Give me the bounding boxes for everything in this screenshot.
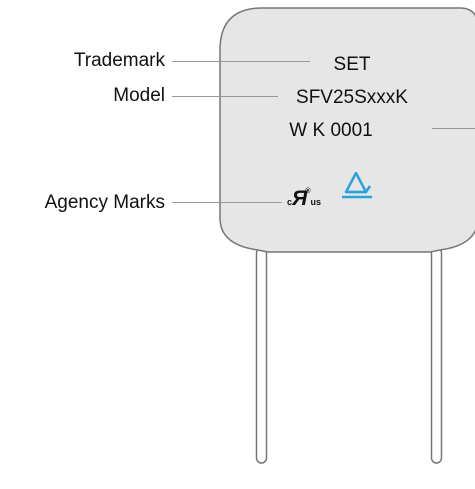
trademark-marking: SET (333, 54, 371, 75)
ul-c-text: c (287, 197, 293, 207)
left-lead (255, 247, 268, 464)
tuv-triangle-icon (342, 171, 372, 199)
code-marking: W K 0001 (289, 120, 373, 141)
ul-us-text: us (310, 197, 322, 207)
ul-certification-mark: cЯ® us (287, 188, 321, 209)
agency-marks-label: Agency Marks (44, 192, 165, 213)
ul-registered-mark: ® (305, 188, 311, 195)
right-lead (430, 247, 443, 464)
trademark-label: Trademark (73, 50, 165, 71)
component-body (219, 7, 475, 253)
ul-logo-glyph: Я (292, 187, 307, 210)
model-label: Model (113, 85, 165, 106)
model-marking: SFV25SxxxK (296, 87, 408, 108)
